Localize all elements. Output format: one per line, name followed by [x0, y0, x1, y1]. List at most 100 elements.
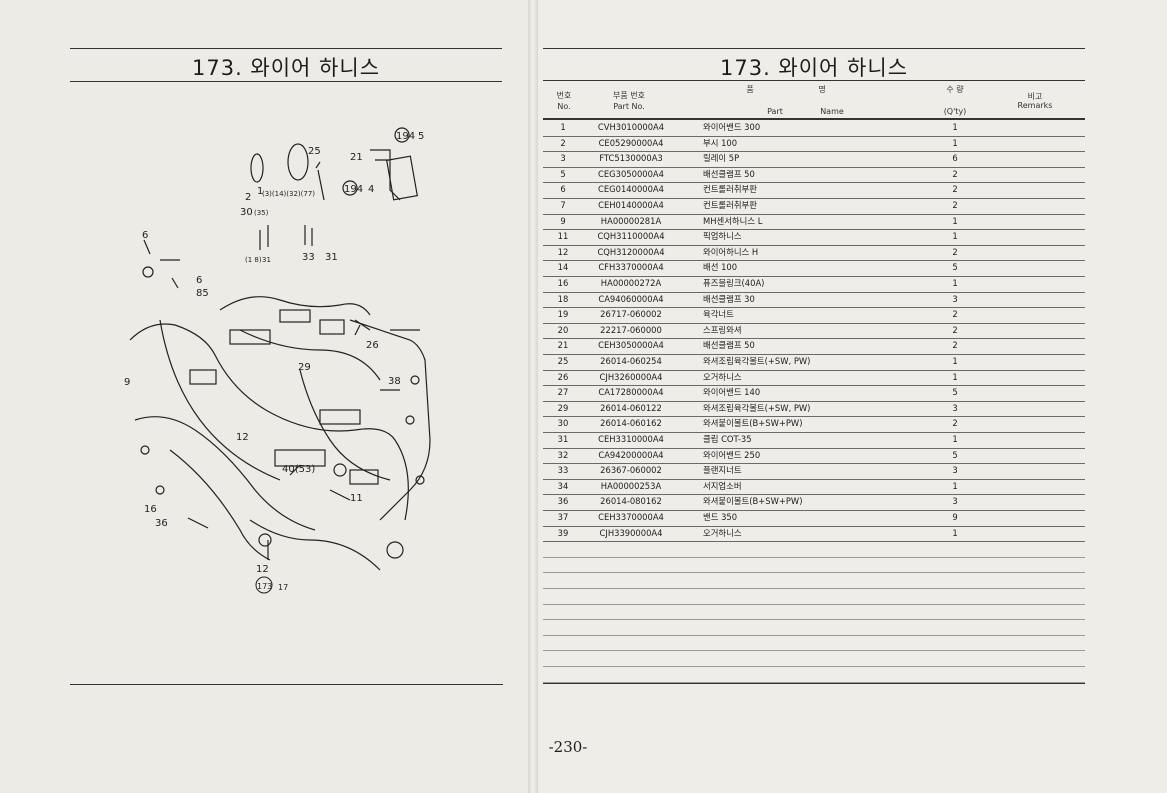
part-name: 클립 COT-35 — [703, 434, 752, 444]
part-number: HA00000281A — [600, 215, 662, 226]
part-number: FTC5130000A3 — [599, 153, 663, 164]
table-row-empty — [543, 619, 1085, 636]
part-number: CA94060000A4 — [598, 293, 664, 304]
part-name: 컨트롤러취부판 — [703, 184, 757, 195]
part-number: HA00000272A — [600, 278, 662, 288]
callout: 30 — [240, 207, 253, 218]
row-no: 12 — [557, 246, 569, 257]
part-number: CEG0140000A4 — [598, 184, 664, 195]
left-page — [0, 0, 560, 793]
table-row: 5 CEG3050000A4 배선클램프 50 2 — [543, 167, 1085, 184]
part-number: CEG3050000A4 — [598, 168, 664, 179]
part-number: CEH0140000A4 — [598, 200, 664, 210]
callout: (3)(14)(32)(77) — [262, 190, 315, 198]
callout: 12 — [236, 432, 249, 443]
header-qty-ko: 수 량 — [946, 85, 964, 94]
callout: 4 — [368, 184, 374, 195]
quantity: 2 — [952, 246, 958, 257]
quantity: 1 — [952, 434, 958, 444]
header-name-ko-1: 품 — [746, 85, 754, 94]
row-no: 3 — [560, 153, 566, 164]
part-name: 스프링와셔 — [703, 324, 742, 335]
callout: (35) — [254, 209, 269, 217]
part-number: CJH3390000A4 — [599, 527, 663, 538]
part-number: CJH3260000A4 — [599, 371, 663, 382]
row-no: 30 — [557, 418, 569, 429]
part-name: 육각너트 — [703, 309, 734, 320]
quantity: 1 — [952, 137, 958, 148]
callout: 26 — [366, 340, 379, 351]
quantity: 2 — [952, 168, 958, 179]
table-row-empty — [543, 541, 1085, 558]
row-no: 29 — [557, 402, 569, 413]
callout: 33 — [302, 252, 315, 263]
part-name: 와셔조립육각볼트(+SW, PW) — [703, 402, 811, 413]
callout: (1 8) — [245, 256, 262, 264]
part-number: 26717-060002 — [600, 309, 662, 320]
row-no: 5 — [560, 168, 566, 179]
part-name: 배선클램프 50 — [703, 168, 755, 179]
part-number: CEH3050000A4 — [598, 340, 664, 351]
right-page — [532, 0, 1167, 793]
part-name: 부시 100 — [703, 137, 738, 148]
part-name: 퓨즈블링크(40A) — [703, 278, 765, 288]
callout: 25 — [308, 146, 321, 157]
part-name: 컨트롤러취부판 — [703, 200, 757, 210]
quantity: 3 — [952, 293, 958, 304]
callout: 9 — [124, 377, 130, 388]
quantity: 2 — [952, 324, 958, 335]
row-no: 16 — [557, 278, 569, 288]
callout: 31 — [262, 256, 271, 264]
part-number: CQH3110000A4 — [597, 231, 665, 242]
row-no: 37 — [557, 512, 569, 522]
callout: 1 — [257, 186, 263, 197]
part-name: 와셔붙이볼트(B+SW+PW) — [703, 496, 803, 507]
part-number: CEH3310000A4 — [598, 434, 664, 444]
quantity: 2 — [952, 340, 958, 351]
quantity: 1 — [952, 215, 958, 226]
row-no: 21 — [557, 340, 569, 351]
part-number: CE05290000A4 — [598, 137, 664, 148]
header-remarks-en: Remarks — [1017, 101, 1053, 110]
row-no: 20 — [557, 324, 569, 335]
part-name: 배선클램프 50 — [703, 340, 755, 351]
callout: 29 — [298, 362, 311, 373]
callout: 5 — [418, 131, 424, 142]
quantity: 1 — [952, 231, 958, 242]
header-no-en: No. — [557, 102, 571, 111]
part-number: CFH3370000A4 — [598, 262, 664, 273]
callout: 11 — [350, 493, 363, 504]
header-remarks-ko: 비고 — [1027, 92, 1043, 101]
quantity: 3 — [952, 465, 958, 476]
part-name: 와셔조립육각볼트(+SW, PW) — [703, 356, 811, 366]
part-number: CA94200000A4 — [598, 449, 664, 460]
right-title-bottom-rule — [543, 80, 1085, 81]
part-number: 26014-060122 — [600, 402, 662, 413]
quantity: 1 — [952, 527, 958, 538]
quantity: 5 — [952, 387, 958, 398]
row-no: 19 — [557, 309, 569, 320]
right-title-top-rule — [543, 48, 1085, 49]
quantity: 5 — [952, 449, 958, 460]
callout: 6 — [142, 230, 148, 241]
quantity: 3 — [952, 402, 958, 413]
quantity: 1 — [952, 371, 958, 382]
part-name: 와이어밴드 300 — [703, 122, 761, 132]
header-name-en-1: Part — [767, 107, 783, 116]
part-number: 26367-060002 — [600, 465, 662, 476]
row-no: 27 — [557, 387, 569, 398]
